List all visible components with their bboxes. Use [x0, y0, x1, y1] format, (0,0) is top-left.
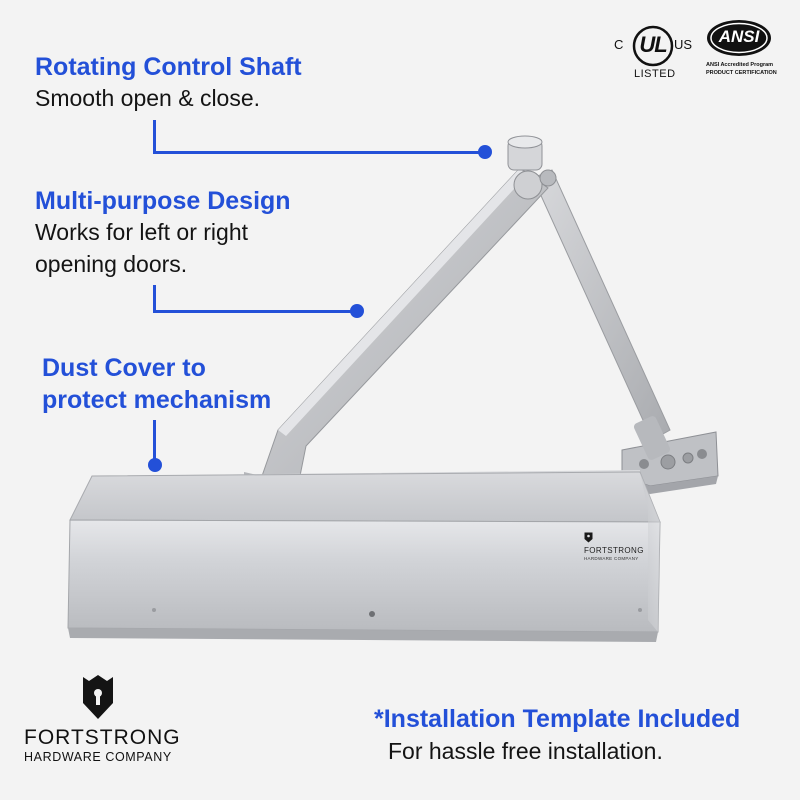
callout-line-1-vertical: [153, 120, 156, 154]
forearm: [532, 169, 671, 460]
product-label-tagline: HARDWARE COMPANY: [584, 556, 639, 561]
feature-multipurpose: Multi-purpose Design Works for left or r…: [35, 186, 291, 280]
callout-dot-1: [478, 145, 492, 159]
callout-line-3-vertical: [153, 420, 156, 462]
ul-left-letter: C: [614, 37, 624, 52]
shield-keyhole-icon: [584, 532, 593, 543]
feature-description-line-2: opening doors.: [35, 251, 188, 277]
ul-caption: LISTED: [634, 68, 676, 80]
ansi-mark: ANSI ANSI Accredited Program PRODUCT CER…: [702, 18, 782, 90]
feature-description-line-1: Works for left or right: [35, 219, 249, 245]
ansi-icon: [707, 20, 771, 56]
brand-logo: FORTSTRONG HARDWARE COMPANY: [24, 668, 184, 768]
callout-dot-2: [350, 304, 364, 318]
feature-title-line-1: Dust Cover to: [42, 354, 206, 382]
ansi-caption-1: ANSI Accredited Program: [706, 62, 774, 68]
product-label-name: FORTSTRONG: [584, 546, 644, 555]
ul-right-letters: US: [674, 37, 693, 52]
feature-dust-cover: Dust Cover to protect mechanism: [42, 352, 271, 416]
closer-body: [67, 470, 661, 642]
brand-tagline: HARDWARE COMPANY: [24, 750, 172, 764]
ul-listed-mark: C UL US LISTED: [612, 22, 694, 86]
feature-rotating-shaft: Rotating Control Shaft Smooth open & clo…: [35, 52, 302, 114]
installation-note: *Installation Template Included For hass…: [374, 704, 740, 768]
shield-keyhole-icon: [83, 675, 113, 719]
feature-title: Rotating Control Shaft: [35, 53, 302, 81]
ansi-mark-text: ANSI: [718, 27, 760, 46]
ul-mark-text: UL: [639, 32, 667, 57]
ul-listed-icon: [632, 25, 674, 67]
brand-name: FORTSTRONG: [24, 726, 181, 749]
control-shaft: [507, 135, 557, 200]
callout-line-1-horizontal: [153, 151, 483, 154]
installation-title: *Installation Template Included: [374, 705, 741, 733]
callout-line-2-horizontal: [153, 310, 353, 313]
feature-description: Smooth open & close.: [35, 85, 261, 111]
feature-title-line-2: protect mechanism: [42, 386, 272, 414]
ansi-caption-2: PRODUCT CERTIFICATION: [706, 70, 777, 76]
installation-subtitle: For hassle free installation.: [388, 738, 663, 764]
callout-line-2-vertical: [153, 285, 156, 313]
feature-title: Multi-purpose Design: [35, 187, 291, 215]
callout-dot-3: [148, 458, 162, 472]
